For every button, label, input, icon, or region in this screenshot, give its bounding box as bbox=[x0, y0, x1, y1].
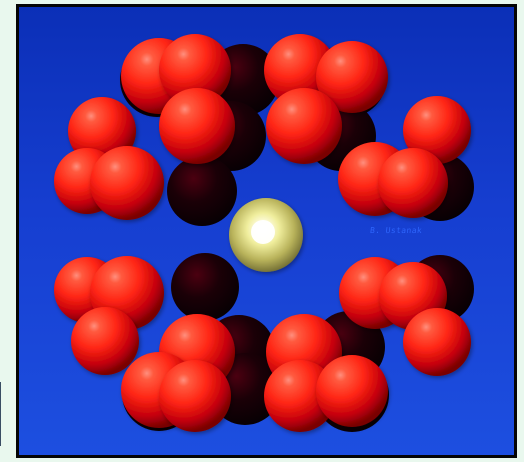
left-edge-mark bbox=[0, 382, 1, 446]
sphere-red bbox=[316, 41, 388, 113]
sphere-red bbox=[316, 355, 388, 427]
sphere-red bbox=[264, 360, 336, 432]
sphere-dark bbox=[167, 156, 237, 226]
molecule-render bbox=[54, 34, 474, 432]
sphere-dark bbox=[171, 253, 239, 321]
render-frame: B. Ustanak bbox=[16, 4, 517, 458]
sphere-red bbox=[159, 88, 235, 164]
signature-text: B. Ustanak bbox=[369, 226, 423, 235]
sphere-red bbox=[403, 308, 471, 376]
sphere-red bbox=[159, 360, 231, 432]
sphere-red bbox=[159, 34, 231, 106]
sphere-red bbox=[403, 96, 471, 164]
upper-ring bbox=[54, 34, 474, 226]
sphere-red bbox=[71, 307, 139, 375]
lower-ring bbox=[54, 253, 474, 432]
center-atom bbox=[229, 198, 303, 272]
center-highlight bbox=[251, 220, 275, 244]
sphere-red bbox=[90, 146, 164, 220]
sphere-red bbox=[378, 148, 448, 218]
sphere-red bbox=[266, 88, 342, 164]
